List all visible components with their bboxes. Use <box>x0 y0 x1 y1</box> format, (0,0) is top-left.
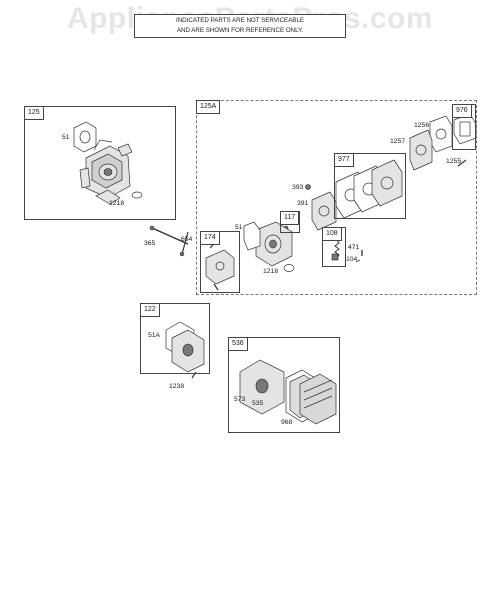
callout-654: 654 <box>181 236 193 243</box>
callout-51A: 51A <box>148 332 161 339</box>
box-108: 108 <box>322 227 346 267</box>
part-391-drawing <box>311 191 337 231</box>
notice-line-2: AND ARE SHOWN FOR REFERENCE ONLY. <box>176 27 304 34</box>
box-label-125: 125 <box>24 106 44 120</box>
callout-1256: 1256 <box>414 122 430 129</box>
box-536: 536 <box>228 337 340 433</box>
diaphragm-set-977-drawing <box>335 159 403 219</box>
box-label-536: 536 <box>228 337 248 351</box>
part-1257-drawing <box>409 129 433 171</box>
callout-1218b: 1218 <box>263 268 279 275</box>
box-label-976: 976 <box>452 104 472 118</box>
spring-108-drawing <box>334 239 340 259</box>
part-393-drawing <box>305 184 311 190</box>
box-125: 125 <box>24 106 176 220</box>
box-977: 977 <box>334 153 406 219</box>
box-976: 976 <box>452 104 476 150</box>
carburetor-body-drawing <box>243 221 293 267</box>
callout-471: 471 <box>348 244 360 251</box>
box-label-108: 108 <box>322 227 342 241</box>
carburetor-drawing <box>79 139 133 205</box>
notice-line-1: INDICATED PARTS ARE NOT SERVICEABLE <box>175 17 305 24</box>
box-label-117: 117 <box>280 211 300 225</box>
bolt-654-drawing <box>181 231 189 255</box>
part-174-drawing <box>205 249 235 285</box>
notice-box: INDICATED PARTS ARE NOT SERVICEABLE AND … <box>134 14 346 38</box>
box-117: 117 <box>280 211 300 233</box>
callout-1255: 1255 <box>446 158 462 165</box>
callout-391: 391 <box>297 200 309 207</box>
callout-51: 51 <box>62 134 70 141</box>
box-125A: 125A <box>196 100 477 295</box>
callout-573: 573 <box>234 396 246 403</box>
gasket-51-drawing <box>73 121 97 153</box>
callout-393: 393 <box>292 184 304 191</box>
callout-968: 968 <box>281 419 293 426</box>
oring-1218b-drawing <box>283 264 295 272</box>
callout-51b: 51 <box>235 224 243 231</box>
callout-1257: 1257 <box>390 138 406 145</box>
oring-1218-drawing <box>131 191 143 199</box>
box-label-174: 174 <box>200 231 220 245</box>
box-label-122: 122 <box>140 303 160 317</box>
callout-535: 535 <box>252 400 264 407</box>
box-label-125A: 125A <box>196 100 221 114</box>
callout-104: 104 <box>346 256 358 263</box>
box-122: 122 <box>140 303 210 374</box>
bolt-365-drawing <box>151 227 189 245</box>
box-label-977: 977 <box>334 153 354 167</box>
box-174: 174 <box>200 231 240 293</box>
callout-365: 365 <box>144 240 156 247</box>
air-cleaner-536-drawing <box>239 359 337 425</box>
housing-122-drawing <box>165 321 205 379</box>
callout-1238: 1238 <box>169 383 185 390</box>
callout-1218: 1218 <box>109 200 125 207</box>
